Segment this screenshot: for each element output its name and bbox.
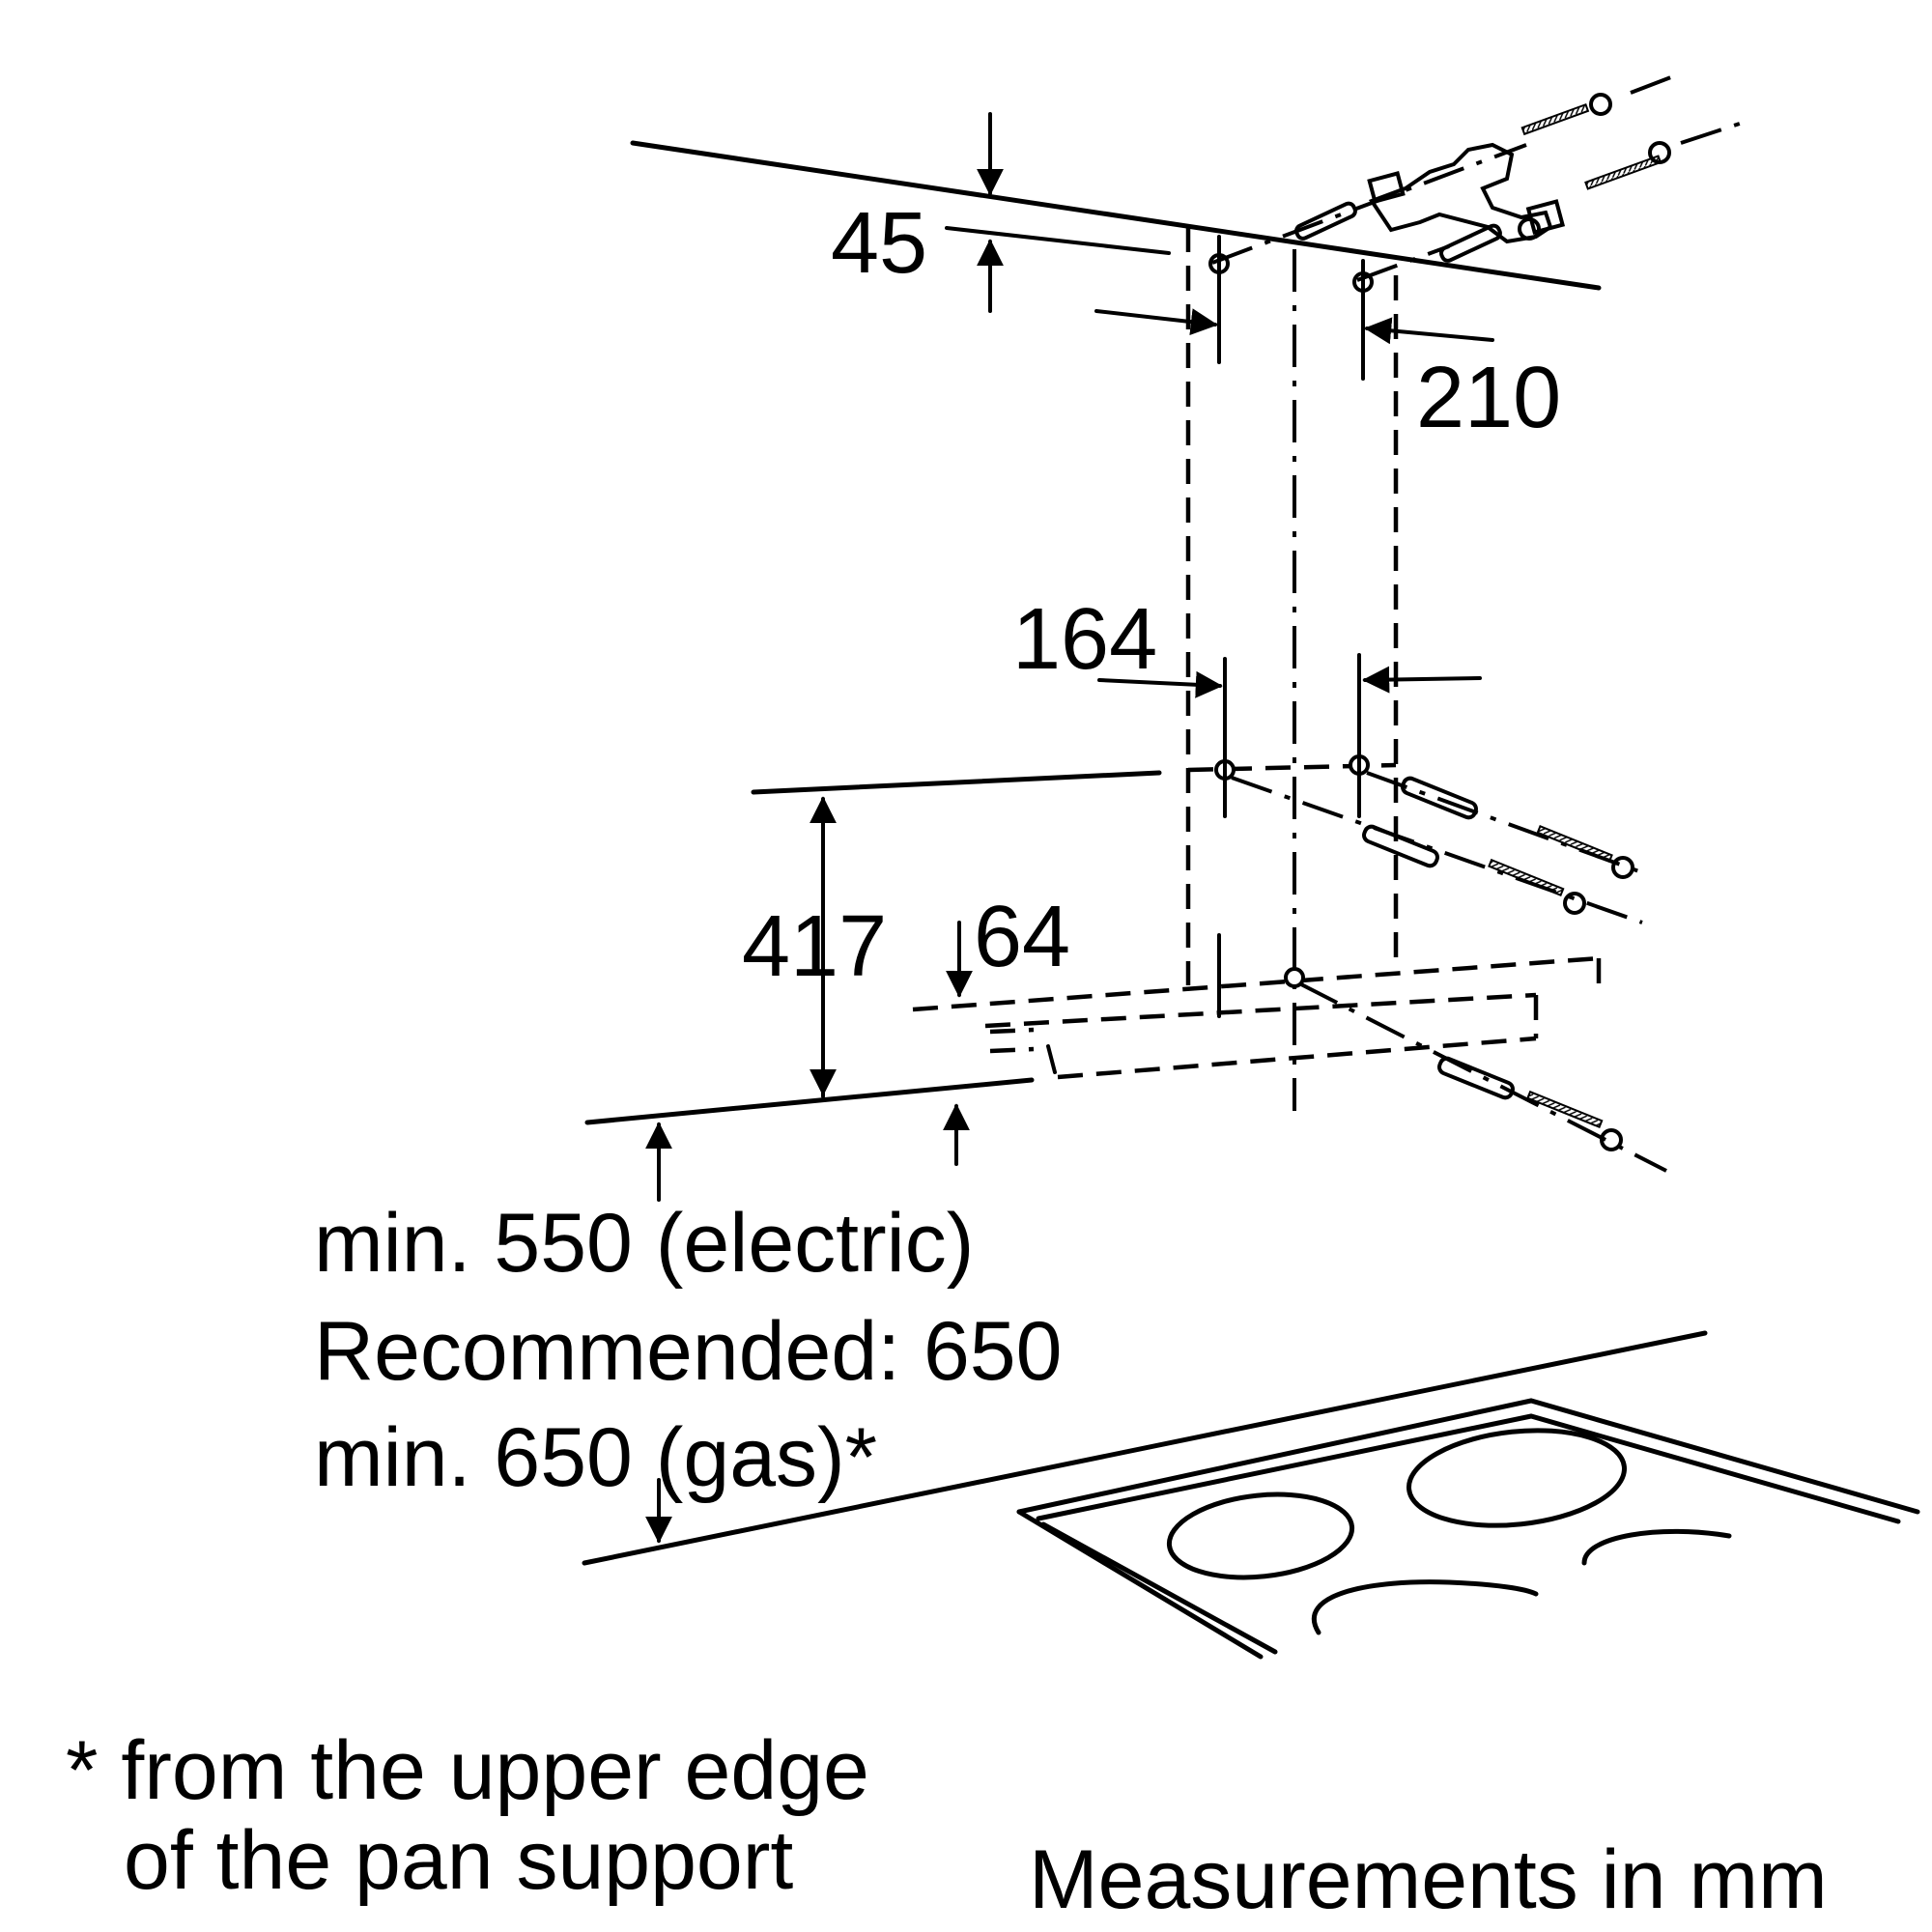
footnote-line-1: * from the upper edge [66, 1724, 869, 1817]
dimension-45-label: 45 [831, 195, 927, 292]
top-bracket-hardware [1211, 73, 1749, 282]
dimension-210-label: 210 [1416, 350, 1561, 446]
upper-reference-line [630, 140, 1602, 291]
dimension-417: 417 [742, 770, 1162, 1098]
dimension-164: 164 [1012, 591, 1482, 698]
dimension-210: 210 [1094, 308, 1561, 446]
dimension-64-label: 64 [974, 889, 1070, 985]
hood-lower-edge-line [584, 1077, 1035, 1202]
dimension-164-label: 164 [1012, 591, 1157, 688]
clearance-electric: min. 550 (electric) [314, 1197, 974, 1290]
clearance-gas: min. 650 (gas)* [314, 1411, 877, 1504]
clearance-requirements: min. 550 (electric) Recommended: 650 min… [314, 1197, 1062, 1504]
hob-burners [1166, 1428, 1732, 1635]
units-note: Measurements in mm [1029, 1833, 1828, 1926]
footnote-line-2: of the pan support [124, 1814, 793, 1907]
dimension-64: 64 [943, 889, 1070, 1166]
lower-wall-plug-hardware [1231, 771, 1667, 1173]
hob [582, 1330, 1920, 1660]
dimension-45: 45 [831, 112, 1171, 313]
upper-mounting-holes [1208, 235, 1374, 381]
footnote: * from the upper edge of the pan support [66, 1724, 869, 1907]
clearance-recommended: Recommended: 650 [314, 1305, 1062, 1398]
dimension-417-label: 417 [742, 898, 887, 995]
lower-mounting-holes [1214, 653, 1370, 1018]
